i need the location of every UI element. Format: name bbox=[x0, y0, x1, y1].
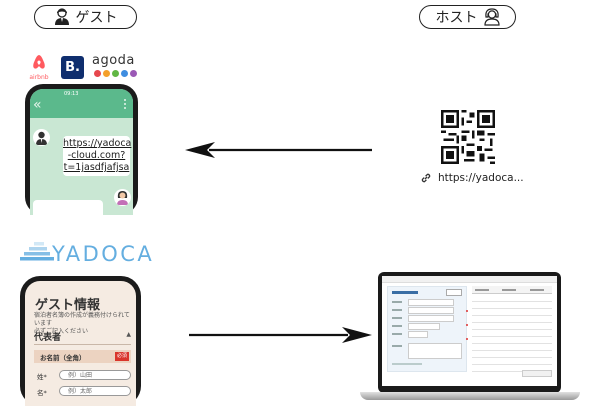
link-line-2[interactable]: -cloud.com? bbox=[67, 150, 126, 161]
representative-section-label: 代表者 bbox=[34, 333, 62, 343]
link-message-bubble[interactable]: https://yadoca -cloud.com? t=1jasdfjafjs… bbox=[63, 136, 132, 176]
reservation-table bbox=[466, 286, 552, 377]
host-role-pill: ホスト bbox=[419, 5, 516, 29]
form-title: ゲスト情報 bbox=[35, 298, 101, 313]
admin-dashboard bbox=[382, 276, 557, 386]
menu-kebab-icon[interactable] bbox=[124, 99, 127, 110]
form-note: 宿泊者名簿の作成が義務付けられています 必ずご記入ください bbox=[34, 312, 134, 336]
first-name-input[interactable]: 例）太郎 bbox=[59, 386, 131, 396]
agoda-dot bbox=[112, 70, 119, 77]
last-name-label: 姓* bbox=[37, 373, 47, 381]
laptop-screen bbox=[378, 272, 561, 393]
form-note-line-1: 宿泊者名簿の作成が義務付けられています bbox=[34, 312, 130, 327]
link-chain-icon bbox=[421, 173, 431, 183]
agoda-dots bbox=[92, 70, 140, 77]
yadoca-logo: YADOCA bbox=[20, 240, 152, 268]
agoda-dot bbox=[130, 70, 137, 77]
required-badge: 必須 bbox=[114, 352, 129, 361]
chat-phone: 09:13 « https://yadoca -cloud.com? t=1ja… bbox=[25, 84, 138, 215]
airbnb-mark-icon bbox=[33, 55, 45, 69]
guest-role-pill: ゲスト bbox=[34, 5, 137, 29]
detail-panel bbox=[387, 286, 467, 372]
yadoca-wordmark: YADOCA bbox=[52, 242, 155, 266]
first-name-label: 名* bbox=[37, 389, 47, 397]
guest-avatar bbox=[114, 189, 131, 206]
dashboard-topbar bbox=[382, 276, 557, 283]
agoda-dot bbox=[121, 70, 128, 77]
form-note-line-2: 必ずご記入ください bbox=[34, 328, 89, 335]
agoda-dot bbox=[103, 70, 110, 77]
status-bar-time: 09:13 bbox=[64, 91, 79, 97]
agoda-dot bbox=[94, 70, 101, 77]
name-header-bar: お名前（全角） 必須 bbox=[34, 350, 131, 363]
guest-person-icon bbox=[54, 8, 69, 25]
representative-section[interactable]: 代表者 ▲ bbox=[34, 330, 131, 345]
arrow-to-host bbox=[189, 327, 372, 343]
qr-link-caption[interactable]: https://yadoca... bbox=[420, 172, 524, 184]
chat-screen: 09:13 « https://yadoca -cloud.com? t=1ja… bbox=[30, 89, 133, 215]
arrow-to-guest bbox=[185, 142, 372, 158]
qr-url-text[interactable]: https://yadoca... bbox=[438, 172, 524, 184]
link-line-1[interactable]: https://yadoca bbox=[63, 138, 132, 149]
agoda-wordmark: agoda bbox=[92, 53, 135, 68]
guest-role-label: ゲスト bbox=[75, 10, 118, 26]
guest-avatar-icon bbox=[117, 191, 128, 205]
chat-header: 09:13 « bbox=[30, 89, 133, 118]
name-header-label: お名前（全角） bbox=[40, 354, 86, 362]
yadoca-roof-icon bbox=[20, 242, 54, 261]
reply-message-bubble bbox=[33, 200, 103, 215]
qr-code-icon bbox=[441, 110, 495, 164]
section-toggle-icon[interactable]: ▲ bbox=[126, 331, 131, 338]
booking-logo: B. bbox=[61, 56, 84, 79]
booking-wordmark: B. bbox=[65, 60, 80, 75]
airbnb-wordmark: airbnb bbox=[29, 74, 49, 81]
host-avatar bbox=[33, 129, 50, 146]
host-avatar-icon bbox=[36, 131, 47, 145]
host-role-label: ホスト bbox=[435, 10, 478, 26]
link-line-3[interactable]: t=1jasdfjafjsa bbox=[63, 162, 130, 173]
agoda-logo: agoda bbox=[92, 54, 140, 80]
host-person-icon bbox=[483, 8, 500, 26]
form-screen: ゲスト情報 宿泊者名簿の作成が義務付けられています 必ずご記入ください 代表者 … bbox=[25, 281, 136, 406]
form-phone: ゲスト情報 宿泊者名簿の作成が義務付けられています 必ずご記入ください 代表者 … bbox=[20, 276, 141, 406]
back-chevron-icon[interactable]: « bbox=[33, 97, 42, 113]
last-name-input[interactable]: 例）山田 bbox=[59, 370, 131, 380]
airbnb-logo: airbnb bbox=[26, 54, 52, 81]
laptop-base bbox=[360, 392, 580, 400]
